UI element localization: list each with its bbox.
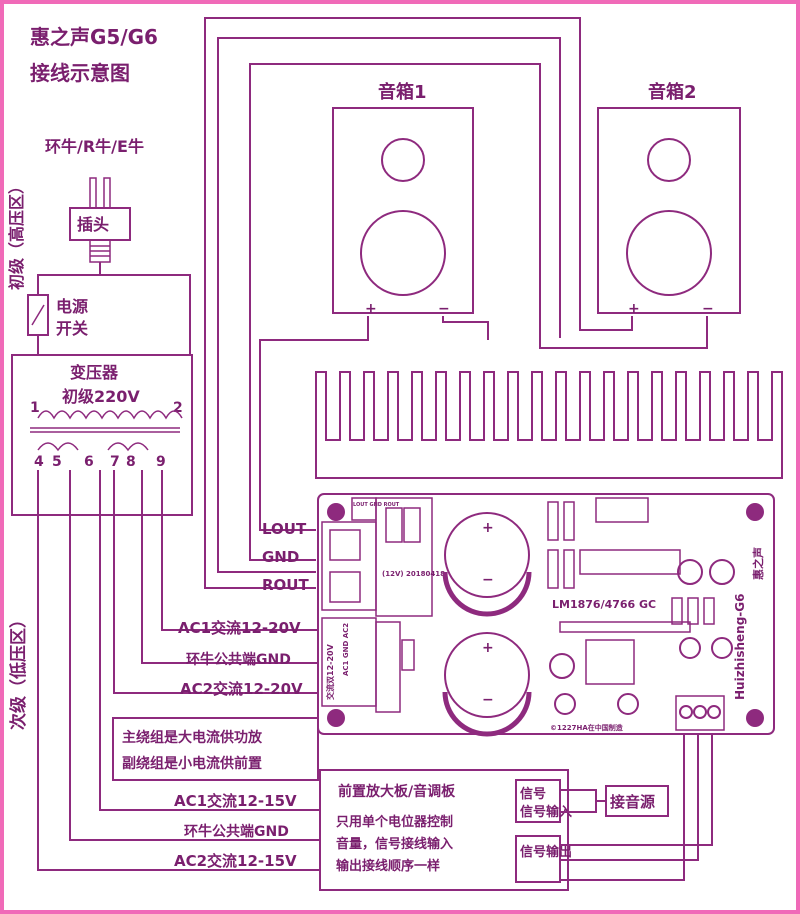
primary-zone-label: 初级（高压区） xyxy=(7,178,26,290)
speaker-1-plus: + xyxy=(365,301,377,317)
label-ac2-pre: AC2交流12-15V xyxy=(174,852,297,870)
transformer-pin-1: 1 xyxy=(30,400,40,416)
speaker-1: 音箱1 + − xyxy=(332,81,474,317)
board-ac-block: 交流双12-20V xyxy=(325,643,335,700)
cap1-plus: + xyxy=(482,520,494,536)
board-chip: LM1876/4766 GC xyxy=(552,598,656,611)
heatsink xyxy=(315,371,783,479)
speaker-2: 音箱2 + − xyxy=(597,81,741,317)
label-gnd: GND xyxy=(262,548,299,566)
cap2-plus: + xyxy=(482,640,494,656)
source-label: 接音源 xyxy=(610,793,655,811)
amp-board: LOUT GND ROUT (12V) 20180418 + − + − 交流双… xyxy=(317,493,775,737)
speaker-2-label: 音箱2 xyxy=(648,81,697,103)
speaker-wires xyxy=(204,17,708,589)
board-ac-pins: AC1 GND AC2 xyxy=(342,623,350,676)
note-box: 主绕组是大电流供功放 副绕组是小电流供前置 xyxy=(112,717,319,781)
speaker-1-label: 音箱1 xyxy=(378,81,427,103)
pin-6: 6 xyxy=(84,454,94,470)
board-date: (12V) 20180418 xyxy=(382,570,445,578)
signal-in-label: 信号输入 xyxy=(520,804,572,820)
cap2-minus: − xyxy=(482,692,494,708)
plug: 插头 xyxy=(69,177,131,263)
plug-label: 插头 xyxy=(77,215,109,234)
preamp-line1: 只用单个电位器控制 xyxy=(336,814,453,830)
transformer: 变压器 初级220V 1 2 4 5 6 7 8 9 xyxy=(11,354,193,516)
board-brand: Huizhisheng-G6 xyxy=(733,594,747,700)
power-switch: 电源 开关 xyxy=(27,294,88,338)
preamp-title: 前置放大板/音调板 xyxy=(338,783,456,800)
board-footer: ©1227HA在中国制造 xyxy=(550,723,624,732)
label-lout: LOUT xyxy=(262,520,307,538)
transformer-types: 环牛/R牛/E牛 xyxy=(45,137,144,156)
title-line2: 接线示意图 xyxy=(30,61,130,85)
cap1-minus: − xyxy=(482,572,494,588)
signal-in-1: 信号 xyxy=(520,786,546,802)
note-line2: 副绕组是小电流供前置 xyxy=(122,755,262,772)
note-line1: 主绕组是大电流供功放 xyxy=(122,729,263,746)
label-rout: ROUT xyxy=(262,576,309,594)
source-box: 接音源 xyxy=(605,785,669,817)
label-ac1-pre: AC1交流12-15V xyxy=(174,792,297,810)
switch-label-1: 电源 xyxy=(56,297,88,316)
label-ac2-main: AC2交流12-20V xyxy=(180,680,303,698)
preamp-line2: 音量，信号接线输入 xyxy=(336,836,453,852)
board-brand-cn: 惠之声 xyxy=(751,547,765,580)
pin-5: 5 xyxy=(52,454,62,470)
preamp-board: 前置放大板/音调板 只用单个电位器控制 音量，信号接线输入 输出接线顺序一样 信… xyxy=(319,769,572,891)
transformer-pin-2: 2 xyxy=(173,400,183,416)
pin-8: 8 xyxy=(126,454,136,470)
pin-7: 7 xyxy=(110,454,120,470)
label-gnd-main: 环牛公共端GND xyxy=(186,651,291,668)
title-line1: 惠之声G5/G6 xyxy=(30,25,158,49)
secondary-wires xyxy=(37,470,320,871)
secondary-zone-label: 次级（低压区） xyxy=(8,611,29,730)
pin-4: 4 xyxy=(34,454,44,470)
transformer-label-1: 变压器 xyxy=(70,363,119,382)
speaker-2-plus: + xyxy=(628,301,640,317)
pin-9: 9 xyxy=(156,454,166,470)
preamp-line3: 输出接线顺序一样 xyxy=(336,858,440,874)
switch-label-2: 开关 xyxy=(56,319,88,338)
signal-out-label: 信号输出 xyxy=(520,844,572,860)
label-gnd-pre: 环牛公共端GND xyxy=(184,823,289,840)
speaker-2-minus: − xyxy=(702,301,714,317)
speaker-1-minus: − xyxy=(438,301,450,317)
label-ac1-main: AC1交流12-20V xyxy=(178,619,301,637)
transformer-label-2: 初级220V xyxy=(62,387,140,406)
